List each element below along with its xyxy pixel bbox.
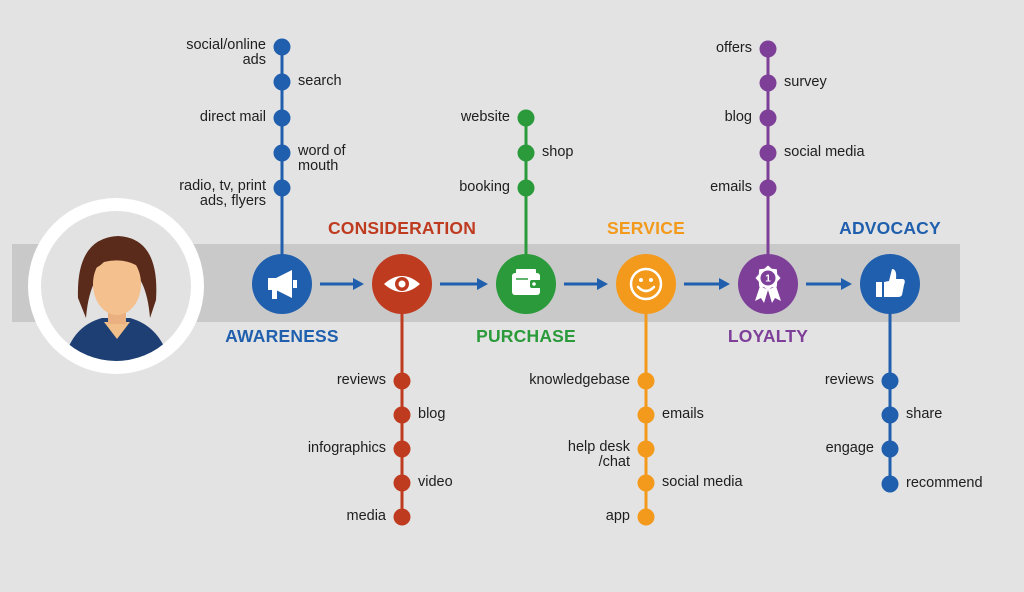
advocacy-touchpoint-label: recommend: [906, 475, 983, 491]
flow-arrow: [320, 278, 364, 290]
service-touchpoint-label: emails: [662, 406, 704, 422]
loyalty-touchpoint-label: offers: [715, 40, 752, 56]
flow-arrow: [684, 278, 730, 290]
service-touchpoint-dot: [637, 406, 655, 424]
loyalty-touchpoint-label: survey: [784, 74, 827, 90]
service-touchpoint-dot: [637, 372, 655, 390]
consideration-touchpoint-dot: [393, 440, 411, 458]
flow-arrow: [440, 278, 488, 290]
consideration-touchpoint-dot: [393, 406, 411, 424]
awareness-touchpoint-dot: [273, 73, 291, 91]
consideration-touchpoint-dot: [393, 372, 411, 390]
service-touchpoint-label: knowledgebase: [529, 372, 630, 388]
purchase-touchpoint-label: booking: [459, 179, 510, 195]
wallet-icon: [512, 269, 542, 295]
loyalty-touchpoint-label: social media: [784, 144, 865, 160]
consideration-touchpoint-dot: [393, 474, 411, 492]
advocacy-stage-title: ADVOCACY: [839, 218, 941, 238]
flow-arrow: [806, 278, 852, 290]
eye-icon: [384, 276, 420, 292]
service-touchpoint-label: help desk/chat: [567, 439, 630, 470]
advocacy-touchpoint-dot: [881, 406, 899, 424]
service-touchpoint-label: social media: [662, 474, 743, 490]
consideration-touchpoint-dot: [393, 508, 411, 526]
service-touchpoint-dot: [637, 440, 655, 458]
loyalty-touchpoint-dot: [759, 40, 777, 58]
service-touchpoint-dot: [637, 508, 655, 526]
smiley-icon: [629, 267, 663, 301]
service-stage-node: [616, 254, 676, 314]
consideration-touchpoint-label: video: [418, 474, 453, 490]
awareness-touchpoint-label: direct mail: [199, 109, 266, 125]
service-touchpoint-label: app: [605, 508, 630, 524]
consideration-stage-title: CONSIDERATION: [327, 218, 477, 238]
advocacy-touchpoint-dot: [881, 475, 899, 493]
loyalty-touchpoint-dot: [759, 109, 777, 127]
purchase-touchpoint-label: shop: [542, 144, 574, 160]
purchase-touchpoint-label: website: [460, 109, 510, 125]
purchase-touchpoint-dot: [517, 179, 535, 197]
megaphone-icon: [268, 270, 297, 299]
awareness-touchpoint-dot: [273, 38, 291, 56]
awareness-touchpoint-label: search: [298, 73, 342, 89]
advocacy-touchpoint-label: share: [906, 406, 943, 422]
purchase-touchpoint-dot: [517, 144, 535, 162]
flow-arrow: [564, 278, 608, 290]
loyalty-stage-title: LOYALTY: [727, 326, 809, 346]
loyalty-touchpoint-dot: [759, 74, 777, 92]
award-badge-number: 1: [765, 274, 771, 285]
consideration-touchpoint-label: media: [346, 508, 387, 524]
consideration-touchpoint-label: infographics: [307, 440, 386, 456]
loyalty-touchpoint-label: blog: [724, 109, 752, 125]
thumbs-up-icon: [876, 269, 905, 297]
loyalty-touchpoint-label: emails: [710, 179, 752, 195]
award-ribbon-icon: 1: [755, 265, 781, 303]
purchase-stage-title: PURCHASE: [476, 326, 576, 346]
awareness-touchpoint-dot: [273, 179, 291, 197]
loyalty-touchpoint-dot: [759, 144, 777, 162]
advocacy-touchpoint-dot: [881, 440, 899, 458]
advocacy-touchpoint-label: reviews: [824, 372, 874, 388]
loyalty-touchpoint-dot: [759, 179, 777, 197]
service-stage-title: SERVICE: [607, 218, 685, 238]
advocacy-touchpoint-label: engage: [825, 440, 874, 456]
awareness-stage-title: AWARENESS: [225, 326, 339, 346]
advocacy-touchpoint-dot: [881, 372, 899, 390]
consideration-touchpoint-label: reviews: [336, 372, 386, 388]
awareness-touchpoint-dot: [273, 144, 291, 162]
consideration-touchpoint-label: blog: [418, 406, 446, 422]
awareness-touchpoint-dot: [273, 109, 291, 127]
purchase-touchpoint-dot: [517, 109, 535, 127]
service-touchpoint-dot: [637, 474, 655, 492]
customer-avatar-icon: [28, 198, 204, 374]
